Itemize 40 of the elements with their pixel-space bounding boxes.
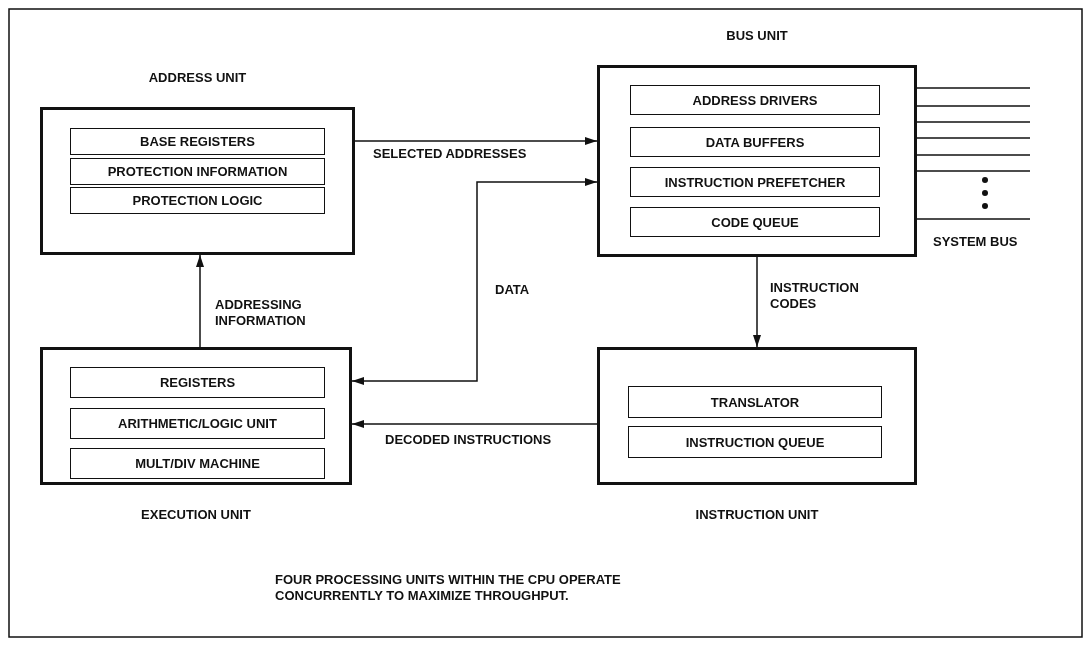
bus-line	[916, 121, 1031, 123]
component-label: DATA BUFFERS	[705, 134, 805, 150]
arrow	[354, 137, 598, 145]
bus-line	[916, 137, 1031, 139]
component-label: REGISTERS	[159, 375, 236, 390]
component-box	[628, 386, 882, 418]
arrow	[196, 254, 204, 348]
bus-line	[916, 105, 1031, 107]
component-label: ARITHMETIC/LOGIC UNIT	[118, 416, 277, 431]
component-label: MULT/DIV MACHINE	[135, 456, 260, 471]
component-label: ADDRESS DRIVERS	[692, 92, 818, 108]
bus-line	[916, 87, 1031, 89]
component-label: INSTRUCTION PREFETCHER	[664, 174, 846, 190]
bus-line	[916, 154, 1031, 156]
component-box	[630, 85, 880, 115]
component-box	[70, 187, 325, 214]
unit-heading: EXECUTION UNIT	[140, 507, 252, 522]
component-label: BASE REGISTERS	[140, 134, 255, 149]
arrow	[351, 420, 598, 428]
component-box	[628, 426, 882, 458]
bus-line	[916, 218, 1031, 220]
unit-heading: INSTRUCTION UNIT	[694, 507, 820, 522]
component-box	[630, 167, 880, 197]
arrow	[753, 256, 761, 348]
unit-heading: ADDRESS UNIT	[147, 70, 248, 85]
component-box	[70, 158, 325, 185]
component-box	[70, 367, 325, 398]
bus-line	[916, 170, 1031, 172]
component-box	[70, 408, 325, 439]
arrow	[351, 178, 598, 385]
component-label: INSTRUCTION QUEUE	[685, 434, 825, 450]
component-box	[70, 128, 325, 155]
component-box	[630, 207, 880, 237]
component-box	[630, 127, 880, 157]
component-label: CODE QUEUE	[711, 214, 799, 230]
component-label: PROTECTION INFORMATION	[107, 164, 288, 179]
component-label: PROTECTION LOGIC	[132, 193, 263, 208]
component-box	[70, 448, 325, 479]
unit-heading: BUS UNIT	[725, 28, 789, 43]
component-label: TRANSLATOR	[710, 394, 800, 410]
